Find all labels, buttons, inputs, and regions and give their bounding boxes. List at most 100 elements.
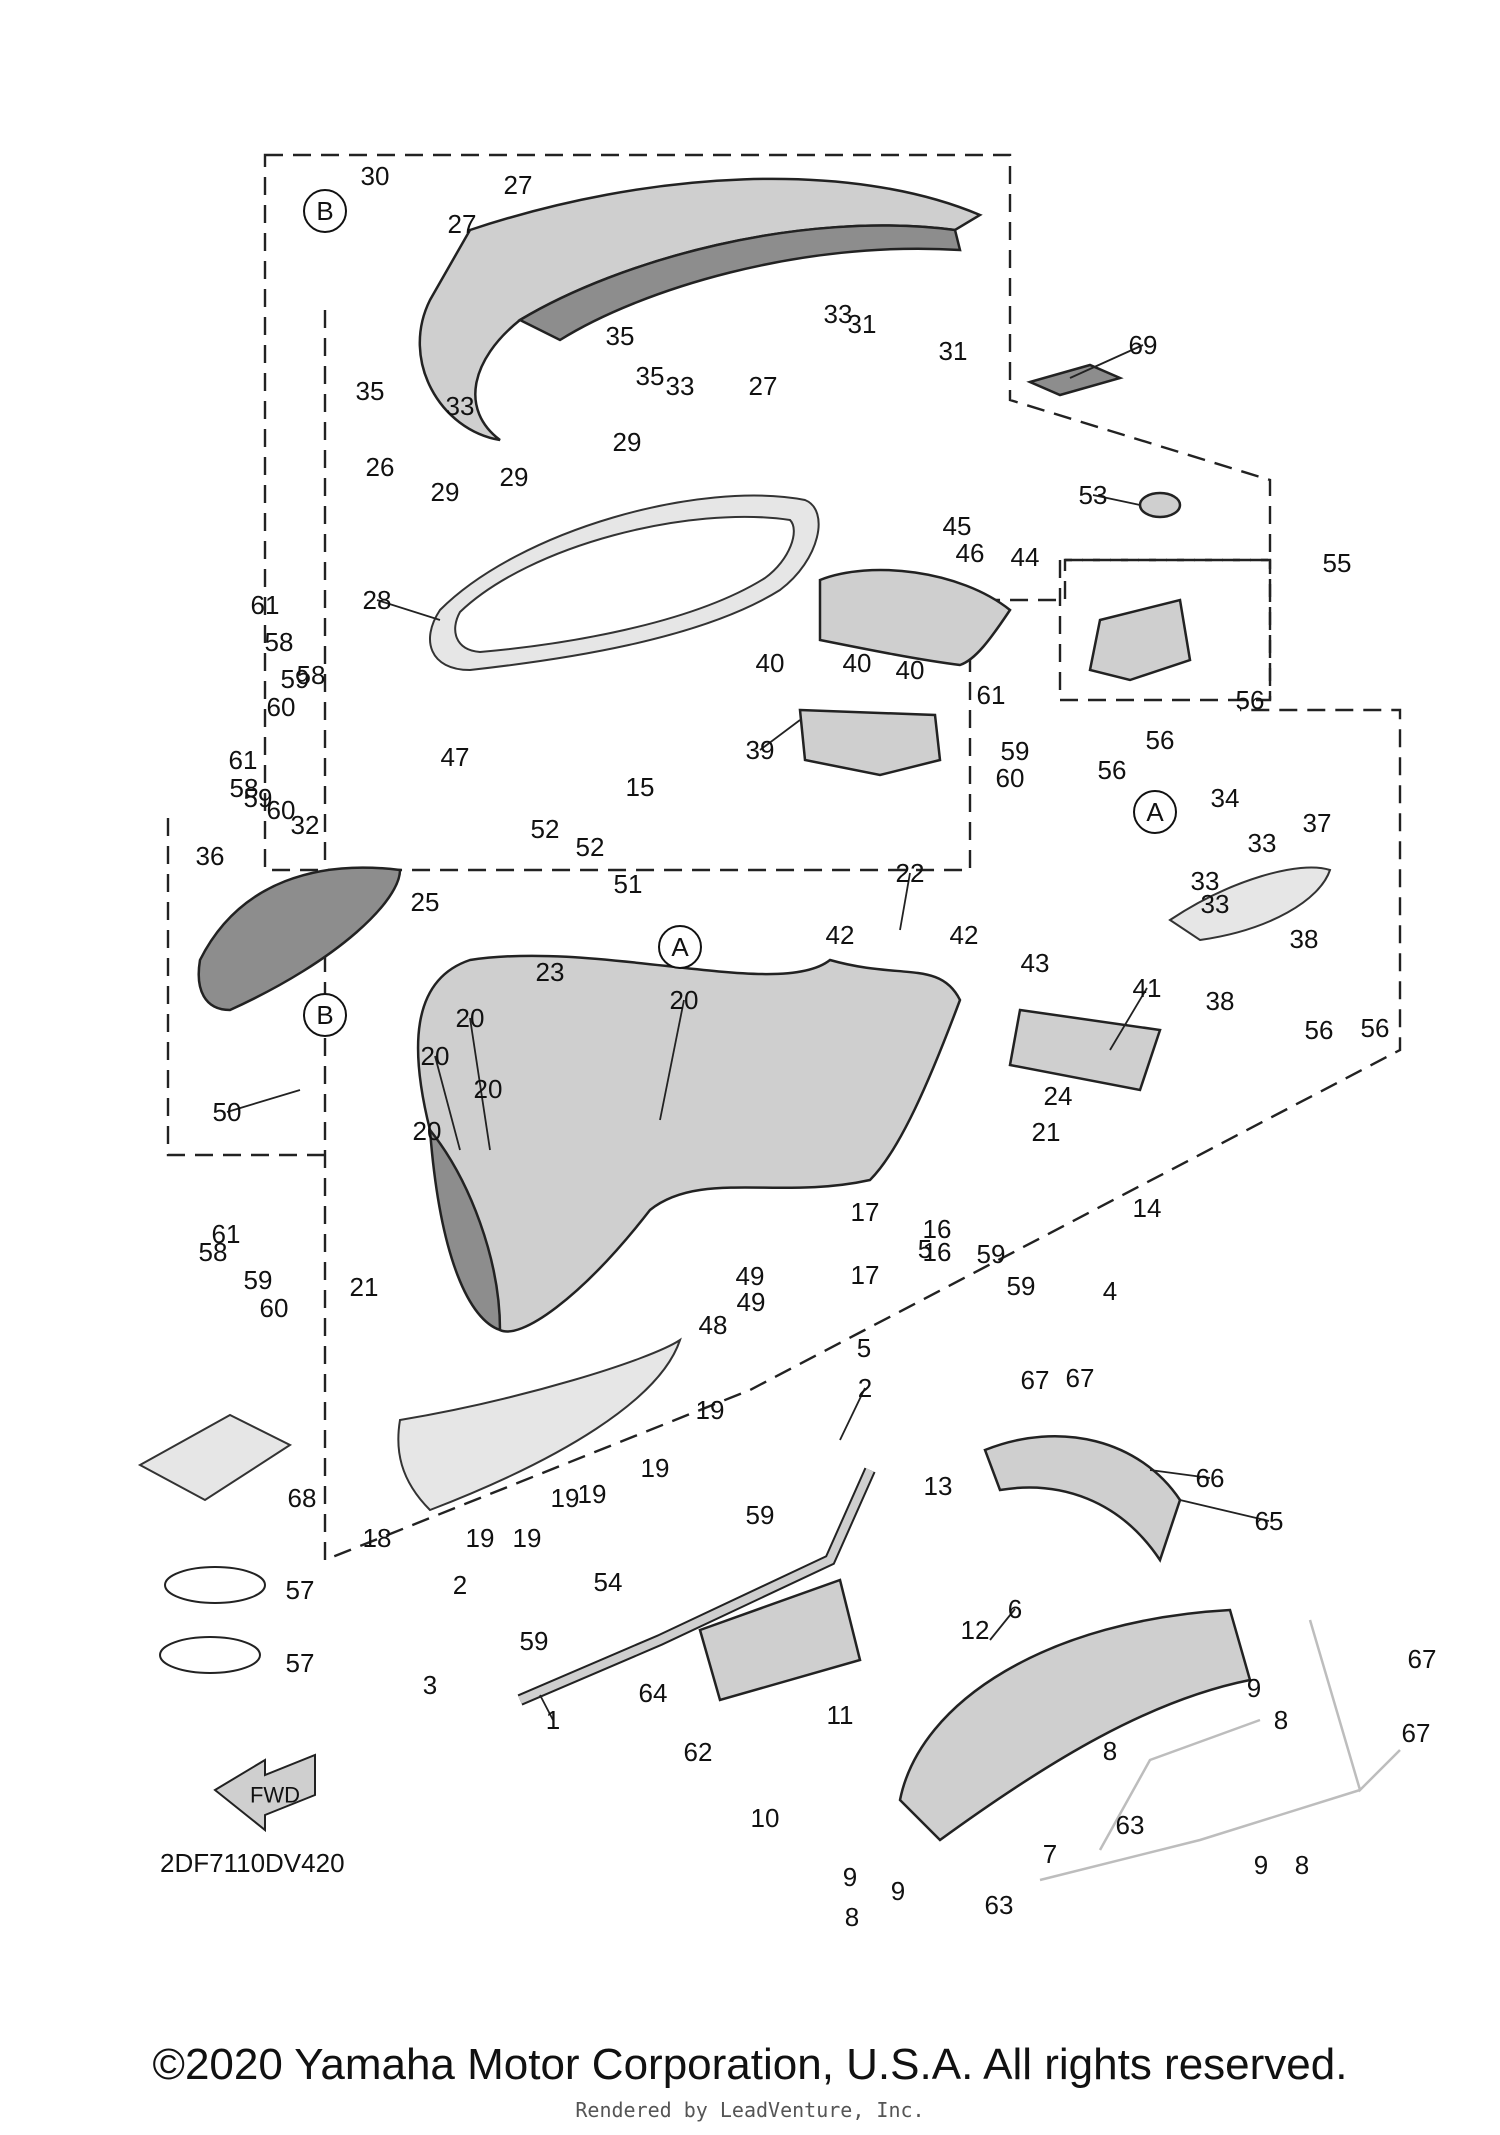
callout-label: 5 [857,1333,871,1363]
leader-line [839,1387,866,1441]
mat-68 [137,1413,293,1502]
callout-label: 26 [366,452,395,482]
callout-label: 52 [576,832,605,862]
callout-label: 40 [843,648,872,678]
callout-label: 2 [858,1373,872,1403]
side-cover [1168,866,1332,942]
callout-label: 20 [413,1116,442,1146]
leader-line [1149,1469,1211,1479]
callout-label: 10 [751,1803,780,1833]
callout-label: 33 [1191,866,1220,896]
callout-label: 61 [212,1219,241,1249]
leader-line [1109,987,1148,1051]
callout-label: 31 [848,309,877,339]
trunk-lid-shadow [517,224,962,342]
handle-module [798,708,942,777]
callout-label: 14 [1133,1193,1162,1223]
leader-line [1179,1499,1270,1522]
callout-label: 4 [1103,1276,1117,1306]
callout-label: 55 [1323,548,1352,578]
circled-ref-marker [1133,790,1177,834]
callout-label: 9 [1247,1673,1261,1703]
callout-label: 30 [361,161,390,191]
callout-label: 12 [961,1615,990,1645]
callout-label: 29 [431,477,460,507]
callout-label: 8 [845,1902,859,1932]
leader-line [1092,494,1141,506]
callout-label: 6 [1008,1594,1022,1624]
callout-label: 64 [639,1678,668,1708]
diagram-code: 2DF7110DV420 [160,1848,345,1878]
callout-label: 41 [1133,973,1162,1003]
callout-label: 59 [1001,736,1030,766]
callout-label: 56 [1098,755,1127,785]
callout-label: 48 [699,1310,728,1340]
callout-labels: 1223455678888999910111213141516161717181… [196,161,1437,1932]
callout-label: 21 [1032,1117,1061,1147]
leader-line [1069,344,1144,379]
callout-label: 59 [520,1626,549,1656]
callout-label: 36 [196,841,225,871]
callout-label: 25 [411,887,440,917]
callout-label: 59 [244,1265,273,1295]
trunk-seal-inner [454,515,795,654]
callout-label: 58 [297,660,326,690]
callout-label: 8 [1295,1850,1309,1880]
callout-label: 59 [977,1239,1006,1269]
callout-label: 5 [918,1234,932,1264]
callout-label: 42 [826,920,855,950]
callout-label: 61 [229,745,258,775]
callout-label: 38 [1290,924,1319,954]
trunk-body-side [428,1126,502,1332]
callout-label: 2 [453,1570,467,1600]
circled-ref-marker [303,189,347,233]
callout-label: 38 [1206,986,1235,1016]
callout-label: 20 [474,1074,503,1104]
callout-label: 9 [891,1876,905,1906]
boundary-light [166,818,325,1157]
callout-label: 46 [956,538,985,568]
callout-label: 20 [456,1003,485,1033]
circled-ref-label: A [1146,797,1164,827]
callout-label: 51 [614,869,643,899]
callout-label: 65 [1255,1506,1284,1536]
callout-label: 58 [199,1237,228,1267]
callout-label: 63 [1116,1810,1145,1840]
callout-label: 35 [606,321,635,351]
callout-label: 35 [636,361,665,391]
leader-line [989,1608,1016,1641]
callout-label: 60 [260,1293,289,1323]
callout-label: 68 [288,1483,317,1513]
callout-label: 19 [696,1395,725,1425]
callout-label: 56 [1146,725,1175,755]
boundary-main [323,310,1402,1562]
callout-label: 40 [896,655,925,685]
reflector-64 [698,1578,862,1702]
callout-label: 45 [943,511,972,541]
circled-ref-label: A [671,932,689,962]
leader-line [899,872,911,931]
callout-label: 57 [286,1648,315,1678]
callout-label: 11 [827,1700,854,1730]
leader-line [539,1694,554,1721]
callout-label: 34 [1211,783,1240,813]
callout-label: 19 [466,1523,495,1553]
callout-label: 20 [670,985,699,1015]
callout-label: 60 [267,692,296,722]
cap-53 [1138,491,1182,519]
rendered-by-credit: Rendered by LeadVenture, Inc. [575,2098,925,2122]
callout-label: 8 [1274,1705,1288,1735]
callout-label: 58 [265,627,294,657]
copyright-notice: ©2020 Yamaha Motor Corporation, U.S.A. A… [152,2040,1348,2089]
circled-ref-label: B [316,1000,333,1030]
leader-line [469,1017,491,1151]
callout-label: 15 [626,772,655,802]
callout-label: 56 [1361,1013,1390,1043]
callout-label: 57 [286,1575,315,1605]
callout-label: 56 [1305,1015,1334,1045]
callout-label: 27 [448,209,477,239]
callout-label: 63 [985,1890,1014,1920]
callout-label: 50 [213,1097,242,1127]
leader-line [226,1089,301,1113]
